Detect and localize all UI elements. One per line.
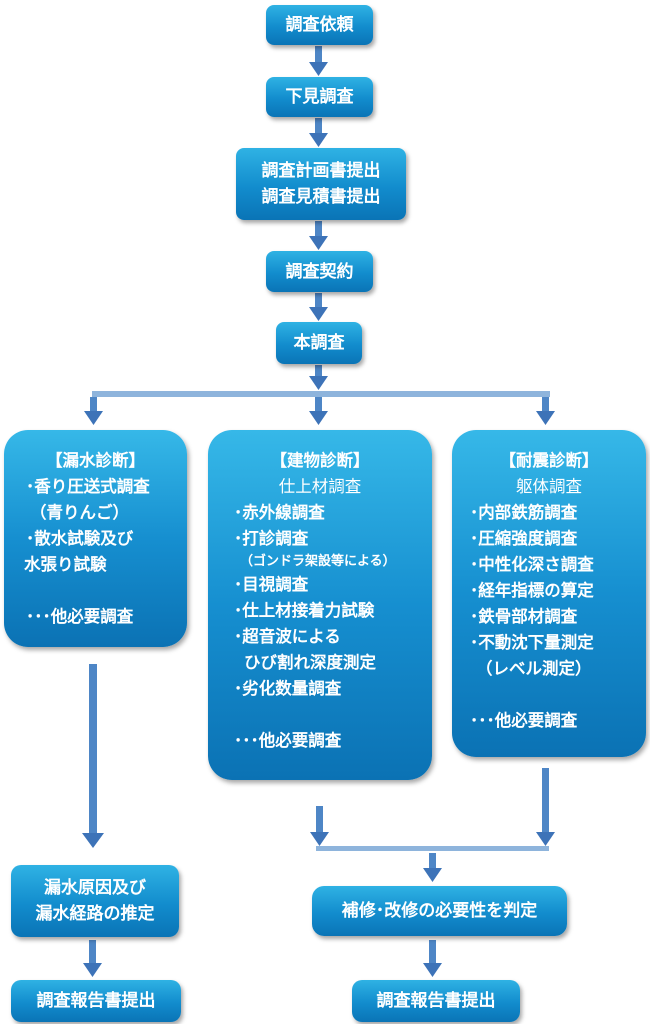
arrow-step4-to-step5 (309, 293, 328, 321)
repair-necessity-judgement: 補修･改修の必要性を判定 (312, 886, 567, 936)
step-preliminary-survey-label: 下見調査 (285, 87, 354, 107)
seismic-item-5: ･鉄骨部材調査 (470, 607, 578, 626)
building-item-2-note: （ゴンドラ架設等による） (240, 554, 396, 569)
merge-bar (316, 846, 549, 851)
step-plan-line1: 調査計画書提出 (261, 161, 381, 181)
step-preliminary-survey: 下見調査 (266, 77, 373, 117)
arrow-step5-to-branch (309, 365, 328, 390)
leak-item-1: ･香り圧送式調査 (26, 477, 150, 496)
building-item-2: ･打診調査 (234, 529, 309, 548)
seismic-item-3: ･中性化深さ調査 (470, 555, 594, 574)
branch-bar (92, 391, 550, 397)
arrow-branch-to-seismic (536, 397, 555, 425)
leak-item-4: 水張り試験 (24, 555, 107, 574)
building-item-6: ･劣化数量調査 (234, 679, 342, 698)
report-left-label: 調査報告書提出 (36, 991, 156, 1011)
step-contract-label: 調査契約 (285, 261, 354, 282)
building-title: 【建物診断】 (270, 451, 370, 470)
arrow-branch-to-building (309, 397, 328, 425)
step-main-survey-label: 本調査 (293, 333, 345, 353)
arrow-merge-to-judge (423, 853, 442, 882)
report-submission-right: 調査報告書提出 (352, 980, 520, 1022)
step-request-label: 調査依頼 (285, 15, 354, 35)
arrow-judge-to-report (423, 940, 442, 977)
building-item-5-line2: ひび割れ深度測定 (244, 653, 376, 672)
leak-title: 【漏水診断】 (46, 451, 145, 470)
seismic-diagnosis-box: 【耐震診断】 躯体調査 ･内部鉄筋調査 ･圧縮強度調査 ･中性化深さ調査 ･経年… (452, 430, 646, 757)
leak-diagnosis-box: 【漏水診断】 ･香り圧送式調査 （青りんご） ･散水試験及び 水張り試験 ･･･… (4, 430, 187, 647)
arrow-cause-to-report (83, 940, 102, 977)
arrow-step2-to-step3 (309, 118, 328, 147)
building-item-1: ･赤外線調査 (234, 503, 325, 522)
leak-item-2: （青りんご） (30, 503, 129, 522)
arrow-building-to-merge (310, 806, 329, 846)
building-item-5: ･超音波による (234, 627, 341, 646)
step-main-survey: 本調査 (276, 322, 362, 364)
step-plan-line2: 調査見積書提出 (261, 187, 381, 207)
building-other: ･･･他必要調査 (234, 731, 342, 750)
repair-judgement-label: 補修･改修の必要性を判定 (341, 901, 538, 921)
building-diagnosis-box: 【建物診断】 仕上材調査 ･赤外線調査 ･打診調査 （ゴンドラ架設等による） ･… (208, 430, 432, 780)
seismic-item-6: ･不動沈下量測定 (470, 633, 594, 652)
seismic-item-4: ･経年指標の算定 (470, 581, 594, 600)
arrow-branch-to-leak (84, 397, 103, 425)
report-submission-left: 調査報告書提出 (11, 980, 181, 1022)
step-contract: 調査契約 (266, 251, 373, 292)
arrow-leak-to-cause (82, 664, 104, 848)
building-item-3: ･目視調査 (234, 575, 309, 594)
leak-cause-line2: 漏水経路の推定 (35, 904, 155, 924)
leak-item-3: ･散水試験及び (26, 529, 134, 548)
seismic-item-1: ･内部鉄筋調査 (470, 503, 578, 522)
seismic-title: 【耐震診断】 (499, 451, 599, 470)
leak-other: ･･･他必要調査 (26, 607, 134, 626)
leak-cause-line1: 漏水原因及び (44, 878, 146, 898)
seismic-other: ･･･他必要調査 (470, 711, 578, 730)
seismic-item-7: （レベル測定） (476, 659, 592, 678)
seismic-subtitle: 躯体調査 (516, 477, 582, 496)
report-right-label: 調査報告書提出 (376, 991, 496, 1011)
arrow-step1-to-step2 (309, 46, 328, 76)
step-plan-submission: 調査計画書提出 調査見積書提出 (236, 148, 406, 220)
leak-cause-estimate: 漏水原因及び 漏水経路の推定 (11, 865, 179, 937)
step-request: 調査依頼 (266, 5, 373, 45)
arrow-seismic-to-merge (536, 768, 555, 846)
arrow-step3-to-step4 (309, 221, 328, 250)
building-item-4: ･仕上材接着力試験 (234, 601, 375, 620)
seismic-item-2: ･圧縮強度調査 (470, 529, 578, 548)
building-subtitle: 仕上材調査 (278, 477, 362, 496)
